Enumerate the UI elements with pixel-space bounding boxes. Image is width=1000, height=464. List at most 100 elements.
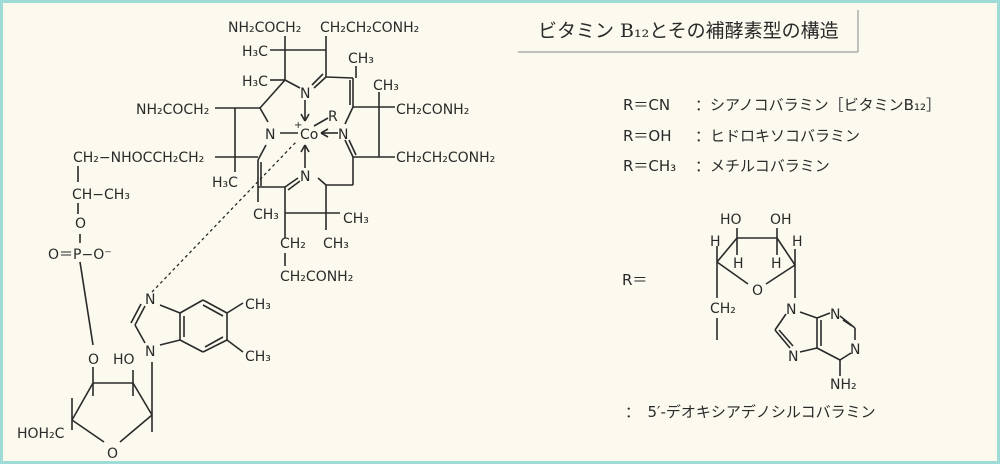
atom-label: CH₂ <box>710 301 736 317</box>
atom-label: N <box>145 344 155 360</box>
atom-label: CH₃ <box>253 207 279 223</box>
bond-lines <box>71 36 856 443</box>
atom-label: O <box>75 216 86 232</box>
atom-label: O <box>107 446 118 462</box>
atom-label: NH₂COCH₂ <box>136 102 209 118</box>
atom-label: CH−CH₃ <box>72 187 130 203</box>
atom-label: N <box>145 292 155 308</box>
bond <box>179 339 204 353</box>
legend-cyanocobalamin: ：シアノコバラミン［ビタミンB₁₂］ <box>695 96 941 114</box>
bond <box>226 339 244 353</box>
bond <box>344 106 354 125</box>
bond <box>300 144 306 153</box>
bond <box>159 304 181 314</box>
atom-label: CH₃ <box>245 349 271 365</box>
atom-label: CH₂CH₂CONH₂ <box>320 20 419 36</box>
bond <box>71 419 105 443</box>
atom-label: N <box>830 307 840 323</box>
bond <box>119 414 153 443</box>
bond <box>317 177 327 186</box>
atom-label: CH₃ <box>348 51 374 67</box>
atom-label: N <box>300 169 310 185</box>
bond <box>716 261 749 285</box>
bond <box>134 324 146 344</box>
bond <box>344 139 354 158</box>
bond <box>716 237 738 263</box>
bond <box>257 144 267 161</box>
bond <box>304 113 310 122</box>
bond <box>325 76 354 79</box>
atom-label: CH₃ <box>245 297 271 313</box>
legend-hydroxocobalamin: ：ヒドロキソコバラミン <box>695 127 860 145</box>
adenosyl-atom-labels: HO OH H H H H O CH₂ N N N N NH₂ <box>710 212 860 393</box>
bond <box>320 132 329 138</box>
atom-label: H <box>792 234 803 250</box>
bond <box>816 312 831 319</box>
bond <box>765 264 796 285</box>
coordination-dashed-bond <box>151 141 297 293</box>
corrin-atom-labels: NH₂COCH₂ CH₂CH₂CONH₂ H₃C CH₃ H₃C CH₃ N R… <box>73 20 495 285</box>
bond <box>774 313 787 331</box>
legend-r-ch3: R＝CH₃ <box>623 157 676 175</box>
atom-label: NH₂COCH₂ <box>228 20 301 36</box>
bond <box>311 73 324 86</box>
bond <box>816 347 841 361</box>
title: ビタミン B₁₂とその補酵素型の構造 <box>538 20 839 42</box>
title-box: ビタミン B₁₂とその補酵素型の構造 <box>518 10 859 53</box>
atom-label: CH₂CONH₂ <box>396 102 469 118</box>
bond <box>313 117 329 127</box>
legend-methylcobalamin: ：メチルコバラミン <box>695 157 830 175</box>
bond <box>226 302 244 314</box>
atom-label: HOH₂C <box>17 426 65 442</box>
bond <box>776 237 796 266</box>
atom-label: CH₂CONH₂ <box>280 269 353 285</box>
atom-label: HO <box>720 212 742 228</box>
atom-label: H₃C <box>242 74 268 90</box>
atom-label: + <box>294 120 302 131</box>
atom-label: H₃C <box>242 44 268 60</box>
atom-label: HO <box>113 352 135 368</box>
atom-label: CH₃ <box>323 236 349 252</box>
atom-label: H <box>733 256 744 272</box>
bond <box>134 305 146 326</box>
atom-label: N <box>788 349 798 365</box>
bond <box>130 303 142 324</box>
atom-label: N <box>265 127 275 143</box>
bond <box>774 329 791 349</box>
atom-label: R <box>328 109 338 125</box>
bond <box>839 315 856 329</box>
bond <box>839 352 852 361</box>
legend-r-cn: R＝CN <box>623 96 670 114</box>
atom-label: CH₂−NHOCCH₂CH₂ <box>73 150 204 166</box>
bond <box>287 180 301 191</box>
atom-label: H <box>710 234 721 250</box>
bond <box>204 336 224 348</box>
atom-label: CH₃ <box>373 78 399 94</box>
bond <box>259 79 286 109</box>
bond <box>259 107 269 123</box>
atom-label: H₃C <box>212 175 238 191</box>
bond <box>320 128 329 134</box>
atom-label: N <box>786 302 796 318</box>
bond <box>284 177 299 188</box>
atom-label: N <box>300 86 310 102</box>
atom-label: OH <box>770 212 792 228</box>
atom-label: O <box>88 352 99 368</box>
adenosyl-r-label: R＝ <box>622 271 647 289</box>
bond <box>132 382 153 416</box>
bond <box>79 261 94 346</box>
bond <box>778 329 794 347</box>
atom-label: O <box>752 283 763 299</box>
atom-label: N <box>850 342 860 358</box>
bond <box>179 299 204 314</box>
bond <box>202 304 224 317</box>
atom-label: H <box>771 256 782 272</box>
bond <box>799 311 818 319</box>
atom-label: CH₂CH₂CONH₂ <box>396 150 495 166</box>
atom-label: O＝P−O⁻ <box>48 247 112 263</box>
legend: R＝CN ：シアノコバラミン［ビタミンB₁₂］ R＝OH ：ヒドロキソコバラミン… <box>622 96 941 421</box>
bond <box>159 339 181 346</box>
atom-label: NH₂ <box>830 377 857 393</box>
bond <box>284 79 301 89</box>
